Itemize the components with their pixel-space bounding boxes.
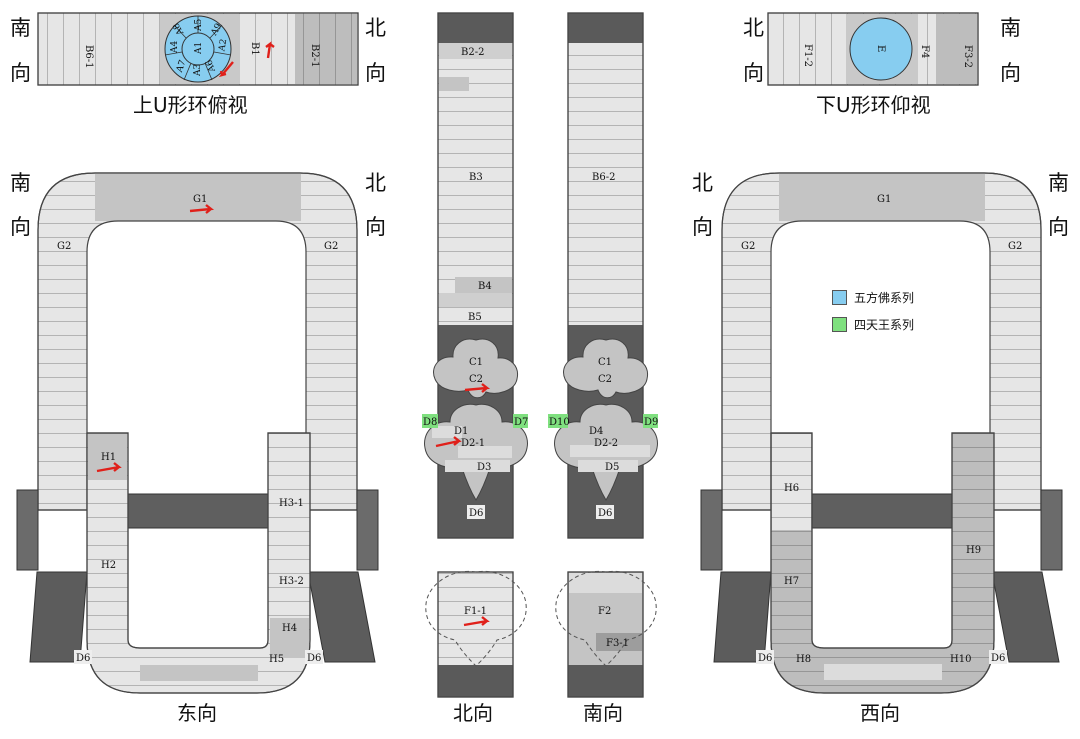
dir-xiang-west-frame-2: 向 [1048, 215, 1069, 239]
label-f1-1: F1-1 [464, 606, 487, 617]
label-c1: C1 [469, 357, 483, 368]
legend-swatch-green [832, 316, 847, 332]
label-d6-south: D6 [598, 508, 612, 519]
label-h2: H2 [101, 560, 116, 571]
label-a3: A3 [193, 64, 203, 77]
label-a7: A7 [175, 59, 189, 75]
label-c2-south: C2 [598, 374, 612, 385]
dir-xiang-west-frame: 向 [692, 215, 713, 239]
label-b2-2: B2-2 [461, 47, 484, 58]
label-f3-2: F3-2 [962, 45, 973, 68]
north-lower-box: F1-1 [425, 570, 527, 698]
label-c1-south: C1 [598, 357, 612, 368]
dir-south-upper-left: 南 [10, 16, 31, 40]
label-h5: H5 [269, 654, 284, 665]
legend-label-buddha: 五方佛系列 [854, 290, 915, 305]
legend: 五方佛系列 四天王系列 [832, 287, 914, 341]
caption-north: 北向 [453, 701, 493, 725]
caption-west: 西向 [860, 701, 900, 725]
label-a1: A1 [194, 42, 204, 55]
label-d2-1: D2-1 [461, 438, 485, 449]
label-f3-1: F3-1 [606, 638, 629, 649]
caption-east: 东向 [177, 701, 217, 725]
label-d6-east-left: D6 [76, 653, 90, 664]
upper-ring-top-view: A1 A5 A9 A2 A6 A3 A7 A4 A8 B6-1 B1 B2-1 [37, 12, 359, 86]
dir-xiang-upper-right-2: 向 [1000, 61, 1021, 85]
label-e: E [875, 45, 886, 52]
west-frame: G1 G2 G2 H6 H7 H8 H9 H10 D6 D6 [700, 172, 1063, 694]
e-circle [849, 17, 913, 81]
label-g2-west-left: G2 [741, 241, 755, 252]
label-h10: H10 [950, 654, 971, 665]
label-a2: A2 [217, 38, 229, 53]
dir-south-east-frame: 南 [10, 171, 31, 195]
label-f4: F4 [919, 45, 930, 58]
label-b1: B1 [249, 42, 260, 56]
label-d8: D8 [423, 417, 437, 428]
north-column: B2-2 B3 B4 B5 C1 C2 D1 D2-1 D3 D8 D7 D6 [422, 12, 528, 539]
label-d1: D1 [454, 426, 468, 437]
label-b6-2: B6-2 [592, 172, 615, 183]
label-c2: C2 [469, 374, 483, 385]
east-frame: G1 G2 G2 H1 H2 H3-1 H3-2 H4 H5 D6 D6 [16, 172, 379, 694]
label-h9: H9 [966, 545, 981, 556]
label-b5: B5 [468, 312, 482, 323]
label-b4: B4 [478, 281, 492, 292]
legend-item-buddha: 五方佛系列 [832, 287, 914, 307]
legend-item-kings: 四天王系列 [832, 314, 914, 334]
label-d10: D10 [549, 417, 570, 428]
dir-xiang-east-frame-2: 向 [365, 215, 386, 239]
label-d6-north: D6 [469, 508, 483, 519]
caption-lower-ring: 下U形环仰视 [816, 93, 931, 117]
label-d3: D3 [477, 462, 491, 473]
dir-north-upper-right: 北 [743, 16, 764, 40]
label-d7: D7 [514, 417, 528, 428]
label-b2-1: B2-1 [309, 44, 320, 67]
legend-swatch-blue [832, 289, 847, 305]
south-column: B6-2 C1 C2 D4 D2-2 D5 D10 D9 D6 [548, 12, 658, 539]
dir-xiang-upper-left-2: 向 [365, 61, 386, 85]
label-d9: D9 [644, 417, 658, 428]
legend-label-kings: 四天王系列 [854, 317, 915, 332]
label-b6-1: B6-1 [83, 45, 94, 68]
lower-ring-bottom-view: E F1-2 F4 F3-2 [767, 12, 979, 86]
label-f2: F2 [598, 606, 611, 617]
dir-south-upper-right: 南 [1000, 16, 1021, 40]
label-d6-west-left: D6 [758, 653, 772, 664]
dir-xiang-upper-right: 向 [743, 61, 764, 85]
dir-xiang-east-frame: 向 [10, 215, 31, 239]
caption-upper-ring: 上U形环俯视 [133, 93, 248, 117]
label-d4: D4 [589, 426, 603, 437]
caption-south: 南向 [583, 701, 623, 725]
label-h8: H8 [796, 654, 811, 665]
dir-xiang-upper-left: 向 [10, 61, 31, 85]
label-h7: H7 [784, 576, 799, 587]
label-b3: B3 [469, 172, 483, 183]
label-h1: H1 [101, 452, 116, 463]
label-g2-east-right: G2 [324, 241, 338, 252]
label-h3-1: H3-1 [279, 498, 304, 509]
label-h3-2: H3-2 [279, 576, 304, 587]
south-lower-box: F2 F3-1 [555, 570, 657, 698]
label-a4: A4 [170, 41, 180, 54]
label-h6: H6 [784, 483, 799, 494]
dir-south-west-frame: 南 [1048, 171, 1069, 195]
label-a5: A5 [194, 19, 204, 32]
label-d6-east-right: D6 [307, 653, 321, 664]
label-h4: H4 [282, 623, 297, 634]
label-f1-2: F1-2 [802, 44, 813, 67]
label-g2-west-right: G2 [1008, 241, 1022, 252]
label-a6: A6 [204, 58, 218, 74]
label-g2-east-left: G2 [57, 241, 71, 252]
dir-north-west-frame: 北 [692, 171, 713, 195]
label-d2-2: D2-2 [594, 438, 618, 449]
label-d6-west-right: D6 [991, 653, 1005, 664]
label-d5: D5 [605, 462, 619, 473]
dir-north-upper-left: 北 [365, 16, 386, 40]
label-g1-east: G1 [193, 194, 207, 205]
label-g1-west: G1 [877, 194, 891, 205]
dir-north-east-frame: 北 [365, 171, 386, 195]
